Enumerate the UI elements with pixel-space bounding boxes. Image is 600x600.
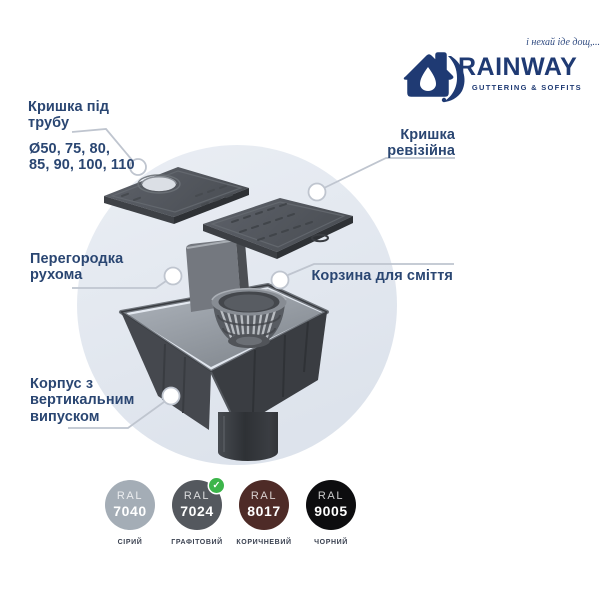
label-line: Перегородка bbox=[30, 251, 124, 267]
ral-swatch-8017: RAL 8017 КОРИЧНЕВИЙ bbox=[236, 480, 292, 546]
logo-subtitle: GUTTERING & SOFFITS bbox=[471, 83, 582, 92]
label-line: трубу bbox=[28, 115, 70, 132]
callout-leader-lines bbox=[68, 128, 455, 429]
label-line: вертикальним bbox=[30, 392, 135, 409]
ral-swatch-7024: ✓ RAL 7024 ГРАФІТОВИЙ bbox=[171, 478, 224, 546]
ral-swatch-9005: RAL 9005 ЧОРНИЙ bbox=[306, 480, 356, 546]
label-pipe-cover: Кришка під трубу bbox=[28, 99, 109, 132]
ral-color-swatches: RAL 7040 СІРИЙ ✓ RAL 7024 ГРАФІТОВИЙ RAL… bbox=[105, 478, 356, 546]
ral-brand-label: RAL bbox=[250, 490, 278, 503]
ral-color-name: ЧОРНИЙ bbox=[314, 539, 348, 546]
ral-7024-circle[interactable]: ✓ RAL 7024 bbox=[172, 478, 224, 530]
ral-code: 9005 bbox=[314, 502, 348, 519]
ral-color-name: ГРАФІТОВИЙ bbox=[171, 539, 223, 546]
logo-brand: RAINWAY bbox=[458, 53, 578, 81]
label-basket: Корзина для сміття bbox=[311, 268, 453, 284]
ral-swatch-7040: RAL 7040 СІРИЙ bbox=[105, 480, 155, 546]
ral-7040-circle[interactable]: RAL 7040 bbox=[105, 480, 155, 530]
label-line: Корзина для сміття bbox=[311, 268, 453, 284]
ral-8017-circle[interactable]: RAL 8017 bbox=[239, 480, 289, 530]
label-line: ревізійна bbox=[387, 143, 455, 160]
rainway-logo-icon bbox=[403, 52, 465, 103]
label-line: Кришка bbox=[400, 127, 455, 143]
label-revision-cover: Кришка ревізійна bbox=[387, 127, 455, 160]
ral-code: 7024 bbox=[180, 502, 214, 519]
ral-brand-label: RAL bbox=[116, 490, 144, 503]
label-line: Кришка під bbox=[28, 99, 110, 115]
label-line: Ø50, 75, 80, bbox=[29, 141, 111, 157]
ral-color-name: СІРИЙ bbox=[117, 539, 143, 546]
label-line: рухома bbox=[30, 267, 83, 284]
label-line: Корпус з bbox=[30, 376, 94, 392]
ral-9005-circle[interactable]: RAL 9005 bbox=[306, 480, 356, 530]
selected-check-icon: ✓ bbox=[209, 478, 224, 493]
label-line: 85, 90, 100, 110 bbox=[29, 157, 135, 174]
ral-code: 7040 bbox=[113, 502, 147, 519]
label-line: випуском bbox=[30, 408, 100, 425]
label-partition: Перегородка рухома bbox=[30, 251, 123, 284]
ral-brand-label: RAL bbox=[317, 490, 345, 503]
label-body: Корпус з вертикальним випуском bbox=[30, 376, 135, 425]
pipe-cover-graphic bbox=[104, 167, 249, 224]
ral-code: 8017 bbox=[247, 502, 281, 519]
logo-tagline: і нехай іде дощ,... bbox=[526, 37, 600, 48]
ral-brand-label: RAL bbox=[183, 490, 211, 503]
label-pipe-sizes: Ø50, 75, 80, 85, 90, 100, 110 bbox=[29, 141, 135, 174]
ral-color-name: КОРИЧНЕВИЙ bbox=[236, 539, 292, 546]
basket-graphic bbox=[211, 287, 287, 348]
revision-cover-graphic bbox=[203, 198, 353, 259]
